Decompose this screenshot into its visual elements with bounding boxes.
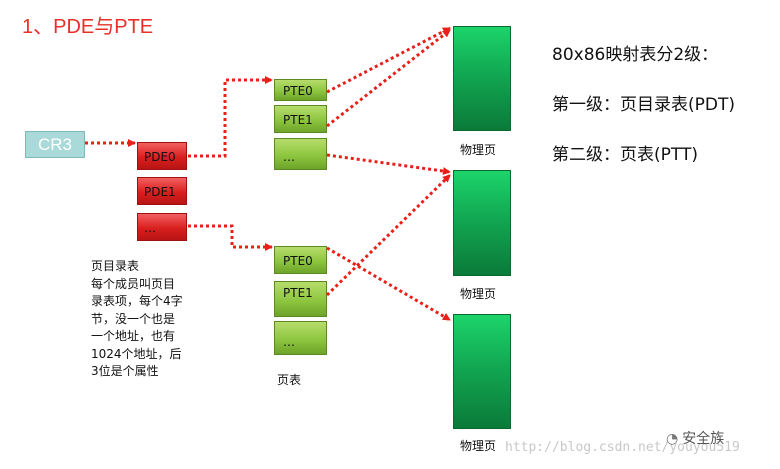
physical-page-2 <box>453 170 511 276</box>
note-line: 3位是个属性 <box>91 364 159 378</box>
pte-top-entry-more: … <box>274 138 327 170</box>
brand-logo: ◔安全族 <box>666 428 724 448</box>
pde-entry-more: … <box>137 213 187 241</box>
arrow-pde-more-to-pte-bottom <box>188 224 273 251</box>
note-line: 每个成员叫页目 <box>91 276 176 291</box>
arrow-pte-bottom1-to-phys2 <box>325 173 452 297</box>
arrow-pte0-to-phys1 <box>326 26 451 94</box>
diagram-title: 1、PDE与PTE <box>22 16 154 38</box>
physical-page-3-label: 物理页 <box>460 439 497 453</box>
note-line: 录表项，每个4字 <box>91 294 183 308</box>
pde-entry-0: PDE0 <box>137 142 187 170</box>
note-line: 1024个地址，后 <box>91 346 182 361</box>
arrow-pte-bottom0-to-phys3 <box>326 246 451 322</box>
wechat-icon: ◔ <box>666 431 679 447</box>
pte-bottom-entry-1: PTE1 <box>274 281 327 317</box>
level-two-desc: 第二级：页表(PTT) <box>552 145 698 165</box>
note-line: 节，没一个也是 <box>91 311 176 326</box>
watermark-url: http://blog.csdn.net/youyou519 <box>505 440 740 455</box>
page-table-label: 页表 <box>277 373 302 387</box>
cr3-register: CR3 <box>25 131 85 158</box>
arrow-pte-more-to-phys2 <box>326 153 451 176</box>
mapping-summary: 80x86映射表分2级： <box>552 45 719 65</box>
physical-page-1 <box>453 26 511 131</box>
arrow-pte1-to-phys1 <box>326 28 451 128</box>
brand-label: 安全族 <box>682 431 725 447</box>
physical-page-1-label: 物理页 <box>460 143 497 157</box>
note-line: 页目录表 <box>91 259 140 273</box>
level-one-desc: 第一级：页目录表(PDT) <box>552 95 735 115</box>
pte-top-entry-1: PTE1 <box>274 105 327 133</box>
pte-bottom-entry-more: … <box>274 321 327 355</box>
note-line: 一个地址，也有 <box>91 329 176 343</box>
page-directory-note: 页目录表 每个成员叫页目 录表项，每个4字 节，没一个也是 一个地址，也有 10… <box>91 258 211 381</box>
pte-top-entry-0: PTE0 <box>274 79 327 101</box>
pte-bottom-entry-0: PTE0 <box>274 246 327 274</box>
physical-page-2-label: 物理页 <box>460 287 497 301</box>
physical-page-3 <box>453 314 511 429</box>
pde-entry-1: PDE1 <box>137 177 187 205</box>
arrow-pde0-to-pte-top <box>188 76 273 158</box>
